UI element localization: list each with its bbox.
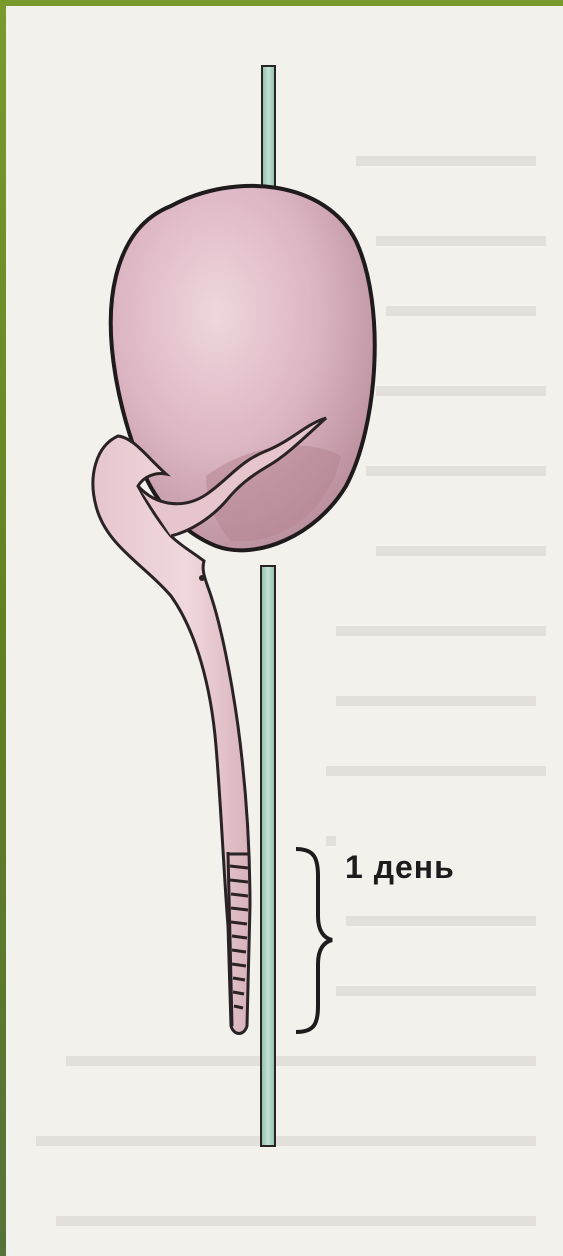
illustration-page: 1 день (6, 6, 563, 1256)
curly-brace (296, 849, 332, 1032)
day-label: 1 день (345, 849, 455, 886)
support-stick-bottom (261, 566, 275, 1146)
root-dot (199, 575, 205, 581)
germinating-bean-illustration (6, 6, 563, 1256)
